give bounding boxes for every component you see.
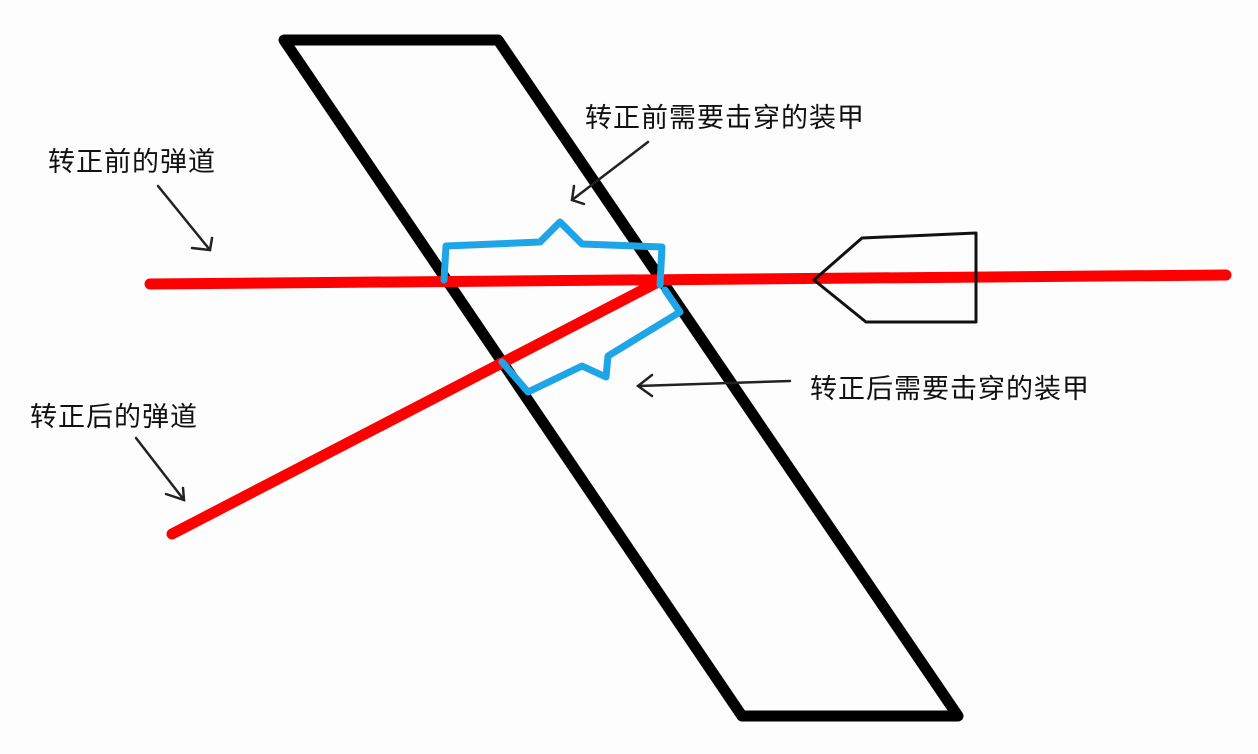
arrow-before-armor-icon [570,140,650,206]
arrow-after-trajectory-icon [134,436,186,502]
trajectory-before-line [144,269,1232,290]
after-armor-label: 转正后需要击穿的装甲 [810,374,1090,405]
after-trajectory-label: 转正后的弹道 [30,402,198,433]
arrow-before-trajectory-icon [156,184,214,252]
armor-plate [278,34,964,722]
shell-icon [812,231,978,324]
before-armor-thickness-brace [440,218,666,289]
before-trajectory-label: 转正前的弹道 [48,147,216,178]
trajectory-after-line [166,276,664,540]
before-armor-label: 转正前需要击穿的装甲 [585,103,865,134]
after-armor-thickness-brace [498,286,684,396]
arrow-after-armor-icon [635,373,792,398]
